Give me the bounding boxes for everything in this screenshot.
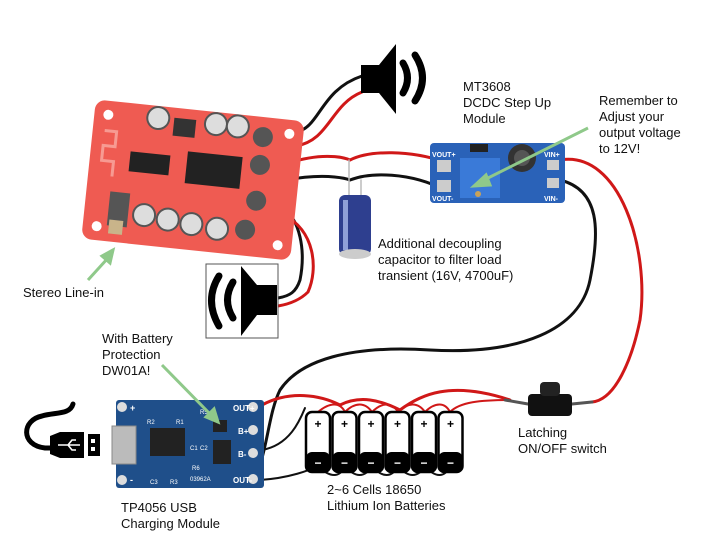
latching-switch xyxy=(528,382,572,416)
battery-minus-terminal: − xyxy=(314,456,321,470)
pin-minus: - xyxy=(130,475,133,485)
label-capacitor: Additional decoupling capacitor to filte… xyxy=(378,236,514,283)
amplifier-board xyxy=(82,100,304,260)
battery-minus-terminal: − xyxy=(367,456,374,470)
battery-cell: +− xyxy=(437,410,464,474)
arrowhead-protection xyxy=(203,406,221,425)
battery-cell: +− xyxy=(331,410,358,474)
battery-plus-terminal: + xyxy=(367,417,374,431)
pin-vout-plus: VOUT+ xyxy=(432,152,456,159)
battery-cell: +− xyxy=(410,410,438,474)
battery-plus-terminal: + xyxy=(420,417,427,431)
battery-minus-terminal: − xyxy=(394,456,401,470)
pin-out-minus: OUT- xyxy=(233,476,252,485)
battery-plus-terminal: + xyxy=(447,417,454,431)
silk-r3: R3 xyxy=(170,480,178,486)
annotation-arrows xyxy=(86,126,589,425)
silk-r2: R2 xyxy=(147,420,155,426)
battery-cell: +− xyxy=(384,410,411,474)
label-boost-module: MT3608 DCDC Step Up Module xyxy=(463,79,552,126)
wire-switch-charger-red xyxy=(260,388,512,412)
label-switch: Latching ON/OFF switch xyxy=(518,425,607,456)
silk-c3: C3 xyxy=(150,480,158,486)
wire-speaker-left-red xyxy=(276,212,315,308)
battery-pack: +−+−+−+−+−+− xyxy=(304,410,464,474)
arrowhead-line-in xyxy=(99,247,116,266)
wire-boost-vin-black xyxy=(258,178,598,467)
battery-cell: +− xyxy=(357,410,385,474)
battery-plus-terminal: + xyxy=(341,417,348,431)
speaker-left-icon xyxy=(205,263,279,339)
silk-c2: C2 xyxy=(200,446,208,452)
label-protection: With Battery Protection DW01A! xyxy=(102,331,173,378)
arrow-line-in xyxy=(86,256,110,282)
pin-b-plus: B+ xyxy=(238,427,249,436)
wire-amp-boost-black xyxy=(284,173,447,192)
speaker-top-icon xyxy=(361,44,426,114)
silk-r6: R6 xyxy=(192,466,200,472)
battery-minus-terminal: − xyxy=(341,456,348,470)
charger-module: OUT+ B+ B- OUT- + - R2 R1 C3 R3 C1 C2 R5… xyxy=(111,400,264,488)
battery-cell: +− xyxy=(304,410,332,474)
wire-amp-boost-red xyxy=(286,151,447,165)
pin-vin-plus: VIN+ xyxy=(544,152,560,159)
wire-speaker-top-red xyxy=(294,90,364,148)
switch-lead-right xyxy=(570,400,594,406)
pin-vin-minus: VIN- xyxy=(544,196,559,203)
wire-charger-b-minus xyxy=(261,407,306,451)
pin-b-minus: B- xyxy=(238,450,247,459)
arrow-protection xyxy=(160,363,214,418)
silk-r5: R5 xyxy=(200,410,208,416)
battery-minus-terminal: − xyxy=(420,456,427,470)
silk-chip: 03962A xyxy=(190,477,211,483)
arrow-reminder xyxy=(483,126,589,182)
battery-minus-terminal: − xyxy=(447,456,454,470)
pin-vout-minus: VOUT- xyxy=(432,196,454,203)
switch-lead-left xyxy=(503,398,530,406)
wire-boost-vin-red xyxy=(558,157,644,404)
pin-plus: + xyxy=(130,403,135,413)
battery-plus-terminal: + xyxy=(314,417,321,431)
label-voltage-reminder: Remember to Adjust your output voltage t… xyxy=(599,93,681,156)
usb-cable-icon xyxy=(24,401,100,458)
label-batteries: 2~6 Cells 18650 Lithium Ion Batteries xyxy=(327,482,446,513)
battery-plus-terminal: + xyxy=(394,417,401,431)
decoupling-capacitor xyxy=(339,195,371,259)
label-charger-module: TP4056 USB Charging Module xyxy=(121,500,221,531)
silk-r1: R1 xyxy=(176,420,184,426)
arrowhead-reminder xyxy=(469,172,493,188)
label-line-in: Stereo Line-in xyxy=(23,285,104,300)
silk-c1: C1 xyxy=(190,446,198,452)
pin-out-plus: OUT+ xyxy=(233,404,255,413)
